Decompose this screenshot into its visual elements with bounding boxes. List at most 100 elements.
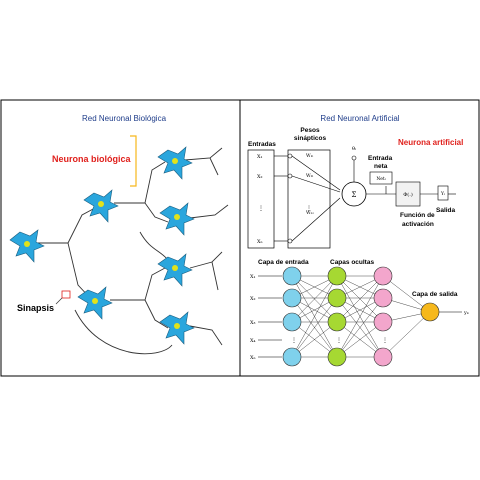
net-box: [369, 171, 393, 185]
layer-ellipsis: ⋮: [336, 338, 342, 344]
neuron-3: [77, 286, 113, 320]
phi-symbol: Φ(.): [403, 191, 413, 198]
axon-4: [144, 202, 169, 223]
synapse-pointer: [55, 297, 63, 305]
synapse-box: [61, 290, 71, 299]
network-input-label: X₃: [250, 320, 256, 326]
input-layer-node: [282, 266, 302, 286]
net-input-label-line-2: neta: [374, 163, 388, 170]
input-x2: X₂: [257, 174, 263, 180]
multilayer-network: Capa de entrada Capas ocultas Capa de sa…: [250, 259, 469, 367]
network-edge: [336, 275, 384, 323]
axon-3: [114, 161, 166, 204]
weights-ellipsis: ⋮: [306, 206, 312, 212]
left-panel-title: Red Neuronal Biológica: [82, 114, 167, 123]
input-layer-node: [282, 312, 302, 332]
network-edge: [336, 297, 384, 358]
hidden-layer-1-node: [327, 312, 347, 332]
axon-14: [139, 231, 169, 261]
input-layer-node: [282, 347, 302, 367]
output-symbol: Yᵢ: [440, 191, 445, 197]
input-lines: [274, 155, 290, 242]
axon-8: [209, 157, 219, 176]
bias-node: [351, 155, 357, 161]
synapse-label: Sinapsis: [17, 303, 54, 313]
activation-label-line-1: Función de: [400, 212, 435, 219]
axon-connections: [38, 147, 229, 355]
input-ellipsis-1: ⋮: [258, 206, 264, 212]
network-input-label: Xₙ: [250, 355, 256, 361]
axon-9: [189, 204, 229, 219]
sum-symbol: Σ: [352, 191, 357, 199]
biological-network-panel: Red Neuronal Biológica: [9, 114, 229, 355]
axon-11: [189, 325, 223, 346]
hidden-layer-2-node: [373, 347, 393, 367]
right-panel-title: Red Neuronal Artificial: [320, 114, 399, 123]
network-edge: [291, 275, 338, 323]
axon-10: [189, 251, 223, 269]
network-edge: [336, 321, 384, 358]
activation-box: [395, 181, 421, 207]
input-layer-node: [282, 288, 302, 308]
input-x1: X₁: [257, 154, 263, 160]
output-box: [437, 185, 449, 201]
network-input-label: X₂: [250, 296, 256, 302]
neuron-2: [83, 189, 119, 223]
network-output-label: yₖ: [463, 310, 469, 316]
weights-box: [287, 149, 331, 249]
input-layer-label: Capa de entrada: [258, 259, 309, 266]
layer-ellipsis: ⋮: [382, 338, 388, 344]
summation-node: [341, 181, 367, 207]
inputs-label: Entradas: [248, 141, 276, 148]
axon-5: [110, 267, 166, 301]
network-edge: [291, 297, 338, 358]
output-label: Salida: [436, 207, 456, 214]
axon-7: [184, 147, 223, 161]
neuron-6: [157, 253, 193, 287]
network-edge: [291, 321, 338, 358]
neuron-4: [157, 146, 193, 180]
neuron-1: [9, 229, 45, 263]
weights-label-line-1: Pesos: [300, 127, 320, 134]
hidden-layer-1-node: [327, 288, 347, 308]
network-input-label: X₄: [250, 338, 256, 344]
network-edges: [291, 275, 431, 358]
weight-lines: [291, 155, 456, 242]
network-edge: [336, 275, 384, 358]
axon-13: [74, 309, 173, 355]
layer-ellipsis: ⋮: [291, 338, 297, 344]
axon-12: [211, 261, 219, 291]
weight-wn: Wₙᵢ: [306, 210, 314, 216]
theta-symbol: θᵢ: [352, 146, 356, 152]
net-input-label-line-1: Entrada: [368, 155, 393, 162]
inputs-box: [247, 149, 275, 249]
weight-w2: W₂ᵢ: [306, 173, 313, 179]
axon-6: [144, 299, 169, 329]
weight-node-2: [287, 173, 293, 179]
artificial-neuron-label: Neurona artificial: [398, 138, 463, 147]
weight-node-1: [287, 153, 293, 159]
hidden-layer-1-node: [327, 266, 347, 286]
artificial-network-panel: Red Neuronal Artificial Entradas Pesos s…: [247, 114, 469, 367]
net-symbol: Netᵢ: [376, 176, 385, 182]
weight-node-n: [287, 238, 293, 244]
output-layer-label: Capa de salida: [412, 291, 458, 298]
network-edge: [382, 275, 431, 313]
hidden-layer-1-node: [327, 347, 347, 367]
activation-label-line-2: activación: [402, 221, 434, 228]
hidden-layers-label: Capas ocultas: [330, 259, 374, 266]
weights-label-line-2: sinápticos: [294, 135, 327, 142]
network-nodes: ⋮ ⋮ ⋮ yₖ: [282, 266, 469, 367]
neuron-bracket: [130, 135, 137, 187]
output-layer-node: [420, 302, 440, 322]
neuron-label: Neurona biológica: [52, 154, 132, 164]
hidden-layer-2-node: [373, 288, 393, 308]
weight-w1: W₁ᵢ: [306, 153, 313, 159]
neuron-5: [159, 202, 195, 236]
axon-1: [38, 207, 96, 244]
network-edge: [291, 275, 338, 358]
hidden-layer-2-node: [373, 312, 393, 332]
input-xn: Xₙ: [257, 239, 263, 245]
